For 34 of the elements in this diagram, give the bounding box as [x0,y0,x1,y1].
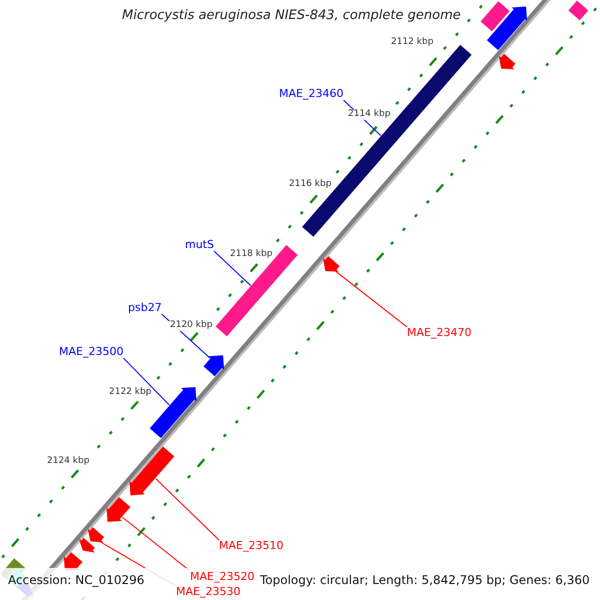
footer-text: Accession: NC_010296 [8,574,144,588]
gene-label: MAE_23510 [219,540,284,552]
leader-line [155,478,220,540]
scale-label: 2118 kbp [229,250,274,260]
gene-feature [106,497,130,522]
gene-label: mutS [185,239,214,252]
gene-feature [204,355,224,376]
gene-label: psb27 [128,302,162,314]
gene-label: MAE_23530 [176,586,240,598]
gene-feature [216,245,298,336]
gene-feature [129,446,174,496]
leader-line [123,358,170,406]
scale-label: 2114 kbp [347,110,392,120]
scale-label: 2124 kbp [46,457,90,467]
gene-label: MAE_23520 [190,571,254,584]
scale-label: 2116 kbp [288,180,332,190]
title: Microcystis aeruginosa NIES-843, complete genome [122,9,461,24]
scale-label: 2112 kbp [390,38,434,48]
leader-line [335,270,408,328]
gene-feature [480,1,510,32]
gene-label: MAE_23460 [279,88,344,100]
gene-feature [498,54,516,70]
scale-label: 2120 kbp [169,321,214,331]
gene-feature [78,538,96,553]
gene-feature [568,0,588,20]
gene-label: MAE_23500 [59,346,124,358]
scale-label: 2122 kbp [108,388,152,398]
leader-line [214,250,252,286]
gene-feature [486,6,528,50]
footer-text: Topology: circular; Length: 5,842,795 bp; Genes: 6,360 [260,574,590,588]
gene-feature [322,256,340,272]
gene-feature [88,527,104,542]
gene-feature [150,387,196,438]
gene-label: MAE_23470 [407,327,472,340]
